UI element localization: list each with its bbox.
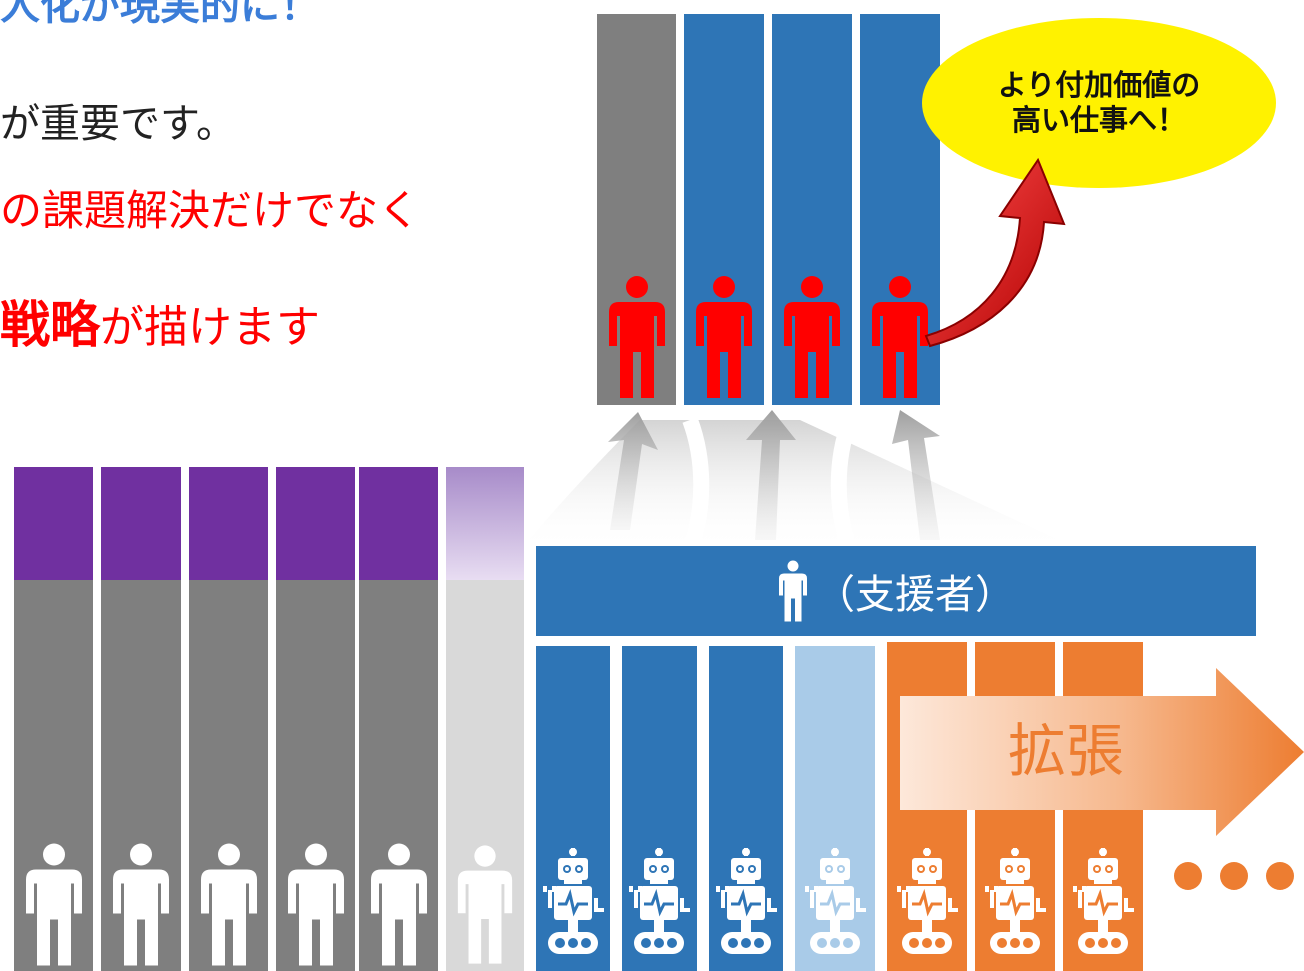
person-icon <box>457 845 513 964</box>
heading-line-1: 人化が現実的に！ <box>0 0 320 29</box>
upward-flow-arrows <box>520 410 1080 550</box>
heading-line-4: 戦略が描けます <box>0 300 320 350</box>
lower-column-2-top <box>101 467 181 580</box>
lower-column-5-top <box>359 467 438 580</box>
bubble-line-1: より付加価値の <box>997 68 1201 103</box>
robot-icon <box>1073 848 1134 954</box>
heading-line-3: の課題解決だけでなく <box>0 186 421 235</box>
supporter-bar: （支援者） <box>536 546 1256 636</box>
supporter-label: （支援者） <box>815 572 1015 618</box>
lower-column-1-top <box>14 467 93 580</box>
ellipsis-icon <box>1174 862 1294 890</box>
person-icon <box>779 560 807 622</box>
heading-line-4-rest: が描けます <box>100 302 320 353</box>
robot-icon <box>629 848 690 954</box>
robot-icon <box>985 848 1046 954</box>
bubble-line-2: 高い仕事へ！ <box>1011 103 1186 137</box>
lower-column-3-top <box>189 467 268 580</box>
heading-emphasis: 戦略 <box>0 296 100 354</box>
expand-arrow-icon <box>900 668 1304 836</box>
person-icon <box>113 843 169 966</box>
value-bubble: より付加価値の 高い仕事へ！ <box>922 18 1276 188</box>
person-icon <box>288 843 344 966</box>
robot-icon <box>897 848 958 954</box>
lower-column-6-top <box>446 467 524 580</box>
person-icon <box>872 276 928 398</box>
person-icon <box>371 843 427 966</box>
person-icon <box>201 843 257 966</box>
person-icon <box>26 843 82 966</box>
robot-icon <box>805 848 866 954</box>
person-icon <box>696 276 752 398</box>
robot-icon <box>716 848 777 954</box>
robot-icon <box>543 848 604 954</box>
person-icon <box>784 276 840 398</box>
expand-label: 拡張 <box>1008 717 1125 785</box>
curved-up-arrow-icon <box>924 157 1066 348</box>
lower-column-4-top <box>276 467 355 580</box>
heading-line-2: が重要です。 <box>0 101 236 147</box>
person-icon <box>609 276 665 398</box>
